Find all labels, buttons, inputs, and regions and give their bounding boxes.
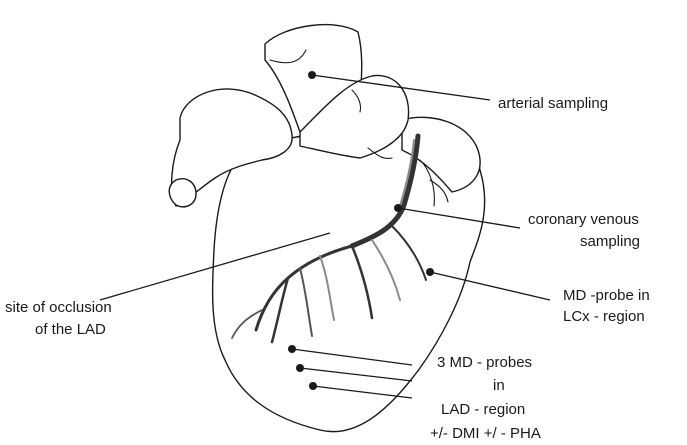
occlusion-label-line2: of the LAD — [35, 321, 106, 338]
lad-probe-point-3 — [309, 382, 317, 390]
lcx-probe-label-line1: MD -probe in — [563, 287, 650, 304]
coronary-venous-label-line1: coronary venous — [528, 211, 639, 228]
lad-probes-label-line2: in — [493, 377, 505, 394]
lad-probes-label-line1: 3 MD - probes — [437, 354, 532, 371]
lcx-probe-label-line2: LCx - region — [563, 308, 645, 325]
arterial-sampling-label: arterial sampling — [498, 95, 608, 112]
coronary-venous-label-line2: sampling — [580, 233, 640, 250]
venous-point — [394, 204, 402, 212]
lcx-probe-point — [426, 268, 434, 276]
lad-probes-label-line3: LAD - region — [441, 401, 525, 418]
lad-probe-point-1 — [288, 345, 296, 353]
lad-probe-point-2 — [296, 364, 304, 372]
atrium-bulb-outline — [169, 179, 196, 207]
lad-probes-label-line4: +/- DMI +/ - PHA — [430, 425, 541, 442]
occlusion-label-line1: site of occlusion — [5, 299, 112, 316]
arterial-point — [308, 71, 316, 79]
